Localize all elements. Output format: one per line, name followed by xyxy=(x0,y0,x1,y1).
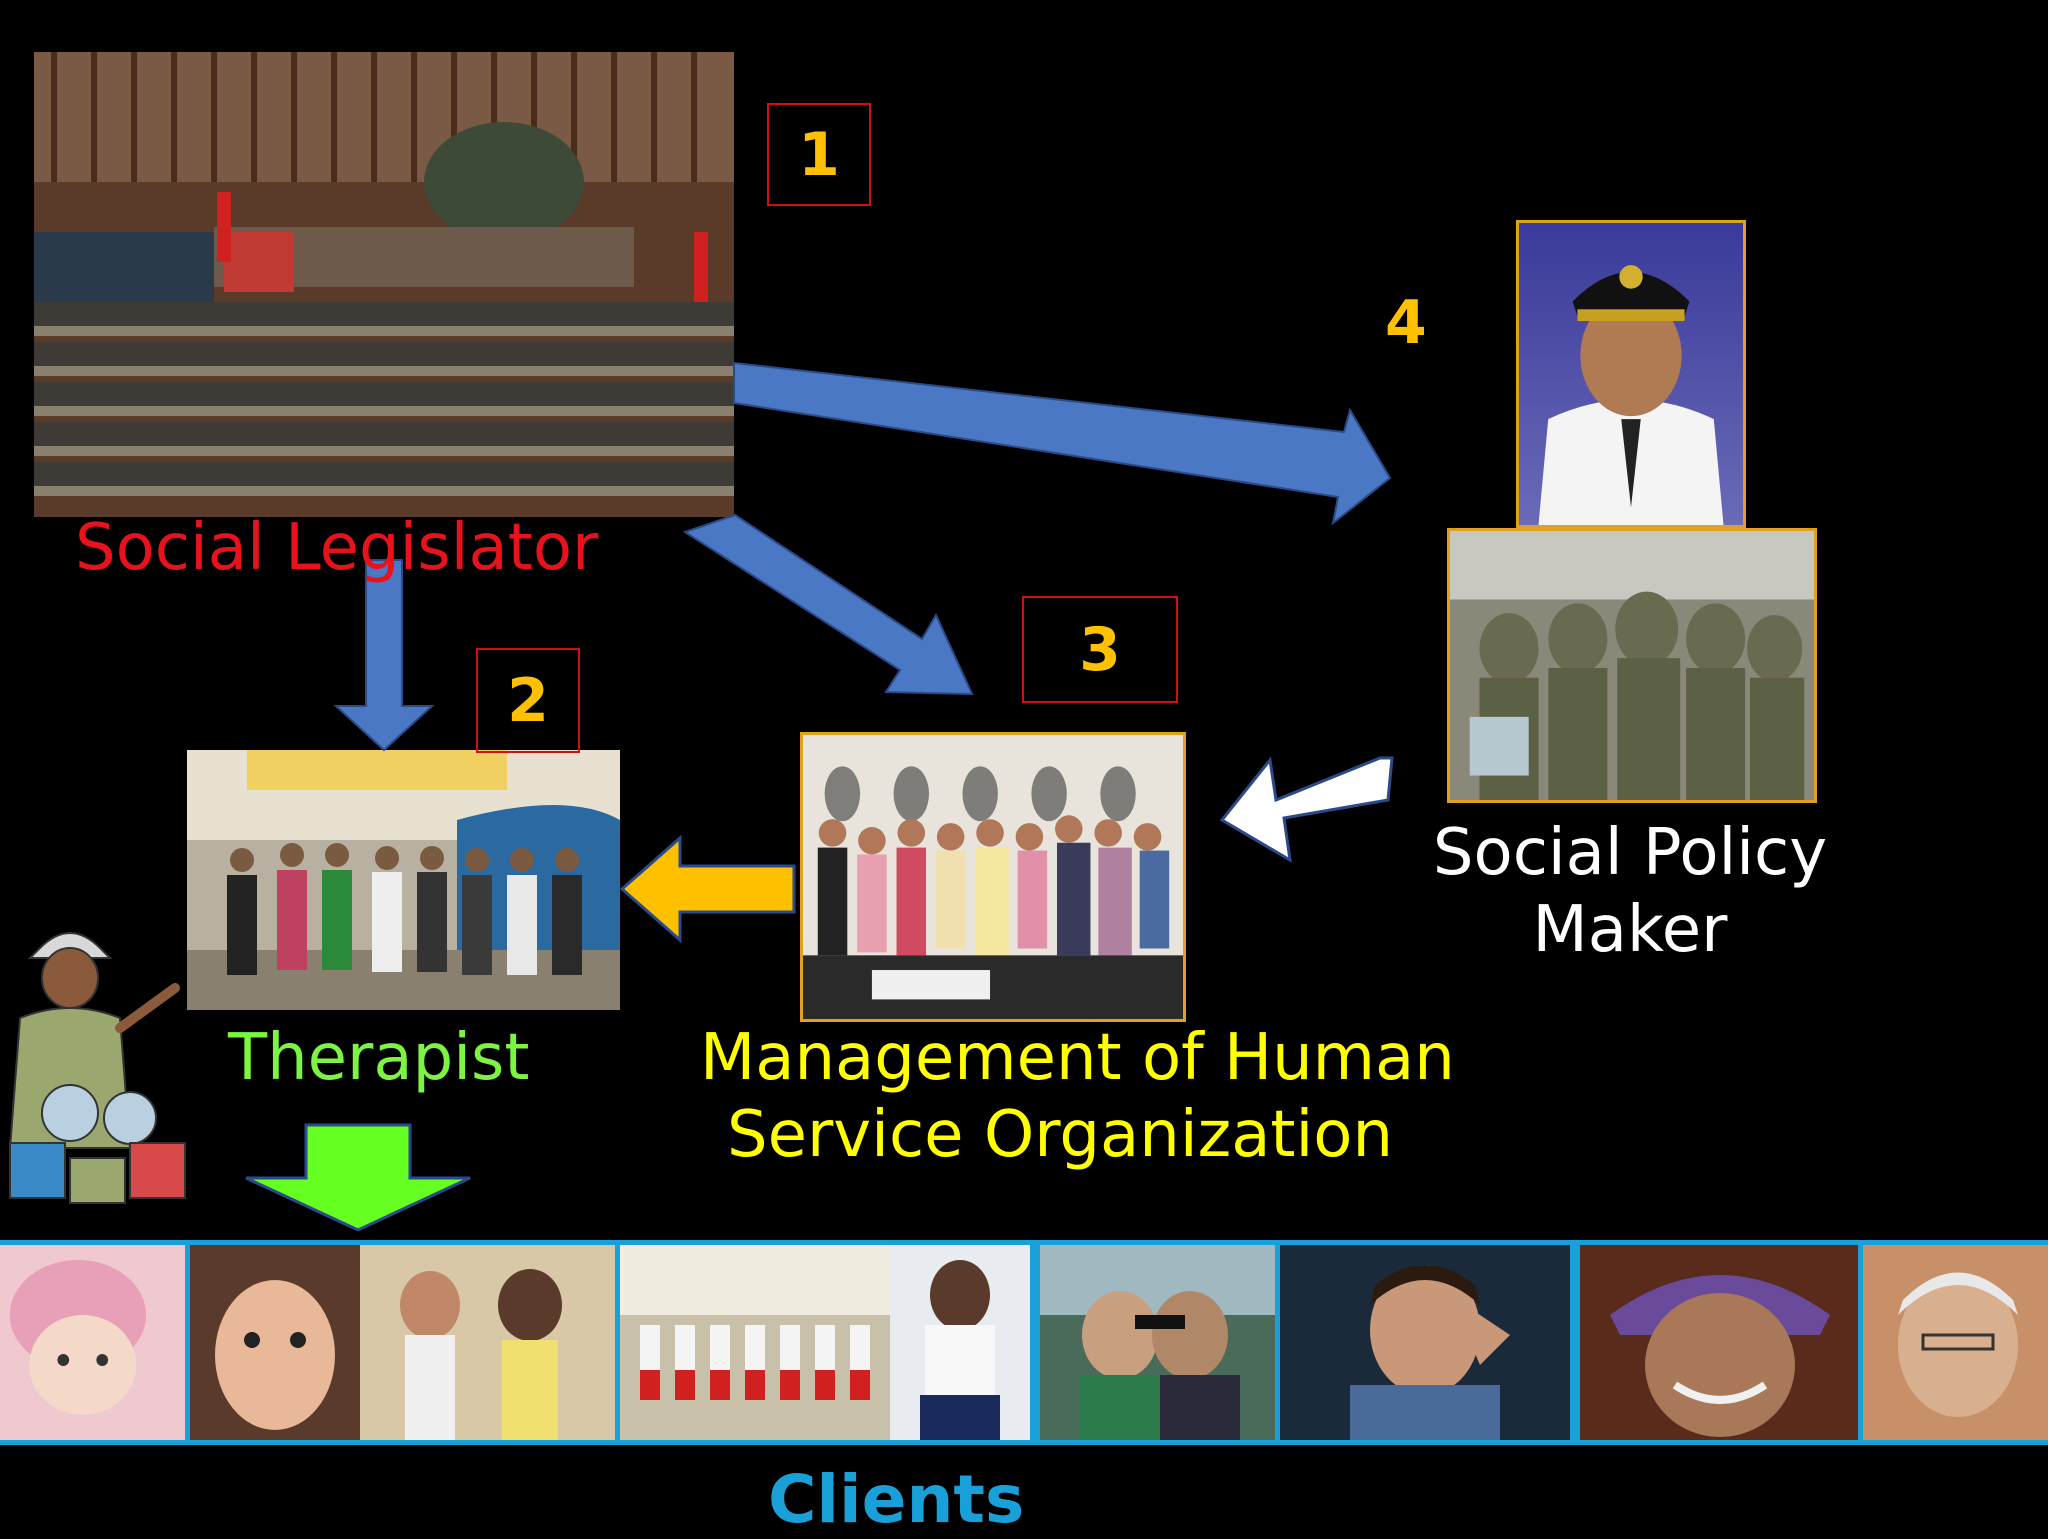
clients-label: Clients xyxy=(768,1461,1025,1538)
legislator-to-therapist-arrow xyxy=(333,559,435,752)
management-to-therapist-arrow xyxy=(619,834,796,944)
number-box-1: 1 xyxy=(767,103,871,206)
legislator-to-policy-arrow xyxy=(733,361,1392,526)
clients-photo-group-7 xyxy=(1858,1240,2048,1445)
clients-photo-group-3 xyxy=(615,1240,1035,1445)
number-box-2: 2 xyxy=(476,648,580,753)
clients-photo-group-6 xyxy=(1575,1240,1865,1445)
legislator-to-management-arrow xyxy=(682,513,974,696)
clients-photo-group-1 xyxy=(0,1240,190,1445)
governor-photo xyxy=(1516,220,1746,528)
therapist-to-clients-arrow xyxy=(245,1123,471,1232)
number-box-3: 3 xyxy=(1022,596,1178,703)
clients-photo-group-4 xyxy=(1035,1240,1280,1445)
management-label-line-1: Management of Human xyxy=(700,1021,1455,1095)
policy-to-management-arrow xyxy=(1219,756,1394,863)
number-2: 2 xyxy=(507,665,549,736)
social-policy-maker-label: Social Policy Maker xyxy=(1420,815,1840,969)
number-4: 4 xyxy=(1385,288,1427,358)
clients-photo-group-5 xyxy=(1275,1240,1575,1445)
parliament-photo xyxy=(34,52,734,517)
policy-label-line-1: Social Policy xyxy=(1432,816,1828,890)
policy-label-line-2: Maker xyxy=(1532,892,1728,967)
therapist-label: Therapist xyxy=(228,1021,530,1095)
number-3: 3 xyxy=(1079,614,1121,685)
clients-photo-group-2 xyxy=(185,1240,620,1445)
management-label: Management of Human Service Organization xyxy=(700,1020,1455,1174)
number-1: 1 xyxy=(798,119,840,190)
management-meeting-photo xyxy=(800,732,1186,1022)
officials-photo xyxy=(1447,528,1817,803)
therapist-team-photo xyxy=(187,750,620,1010)
social-legislator-label: Social Legislator xyxy=(75,511,599,585)
tour-guide-clipart xyxy=(0,918,190,1208)
management-label-line-2: Service Organization xyxy=(726,1097,1394,1172)
